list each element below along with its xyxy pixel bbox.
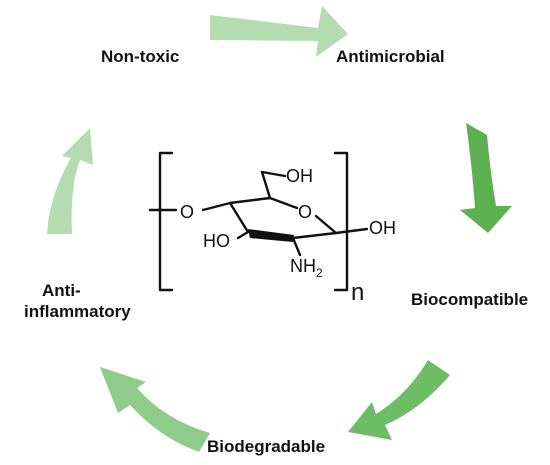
label-anti-line1: Anti- — [42, 281, 81, 300]
label-antimicrobial: Antimicrobial — [336, 47, 445, 66]
label-anti-line2: inflammatory — [24, 302, 131, 321]
chitosan-structure — [148, 151, 369, 292]
bond-c4-c5 — [228, 196, 272, 205]
bond-c2-c1 — [291, 231, 338, 240]
label-biodegradable: Biodegradable — [207, 437, 326, 456]
label-non-toxic: Non-toxic — [101, 47, 180, 66]
arrow-right — [460, 123, 512, 233]
label-o-ring: O — [298, 202, 312, 222]
arrow-bottom-right — [348, 360, 450, 440]
bond-o-c4 — [201, 201, 232, 212]
bond-front-wedge — [248, 229, 294, 242]
bond-c5-oring — [268, 196, 299, 210]
label-anti-inflammatory: Anti- inflammatory — [24, 280, 131, 322]
label-biocompatible: Biocompatible — [411, 290, 529, 309]
bond-c5-c6 — [260, 170, 272, 200]
label-oh-right: OH — [369, 218, 396, 238]
label-o-link: O — [180, 202, 194, 222]
bond-c2-n — [291, 236, 302, 257]
arrow-top — [210, 6, 348, 57]
arrow-bottom-left — [100, 367, 210, 452]
label-nh2: NH2 — [290, 256, 323, 280]
arrow-left — [47, 128, 93, 234]
bond-oring-c1 — [314, 214, 338, 235]
bond-c6-oh — [260, 170, 287, 178]
bond-c4-c3 — [228, 201, 250, 234]
bond-c3-oh — [236, 230, 250, 240]
label-ho-left: HO — [203, 231, 230, 251]
label-oh-top: OH — [286, 166, 313, 186]
label-repeat-n: n — [351, 279, 364, 306]
bracket-right — [333, 151, 349, 292]
bond-c1-oh — [334, 227, 369, 235]
bracket-left — [158, 151, 174, 292]
